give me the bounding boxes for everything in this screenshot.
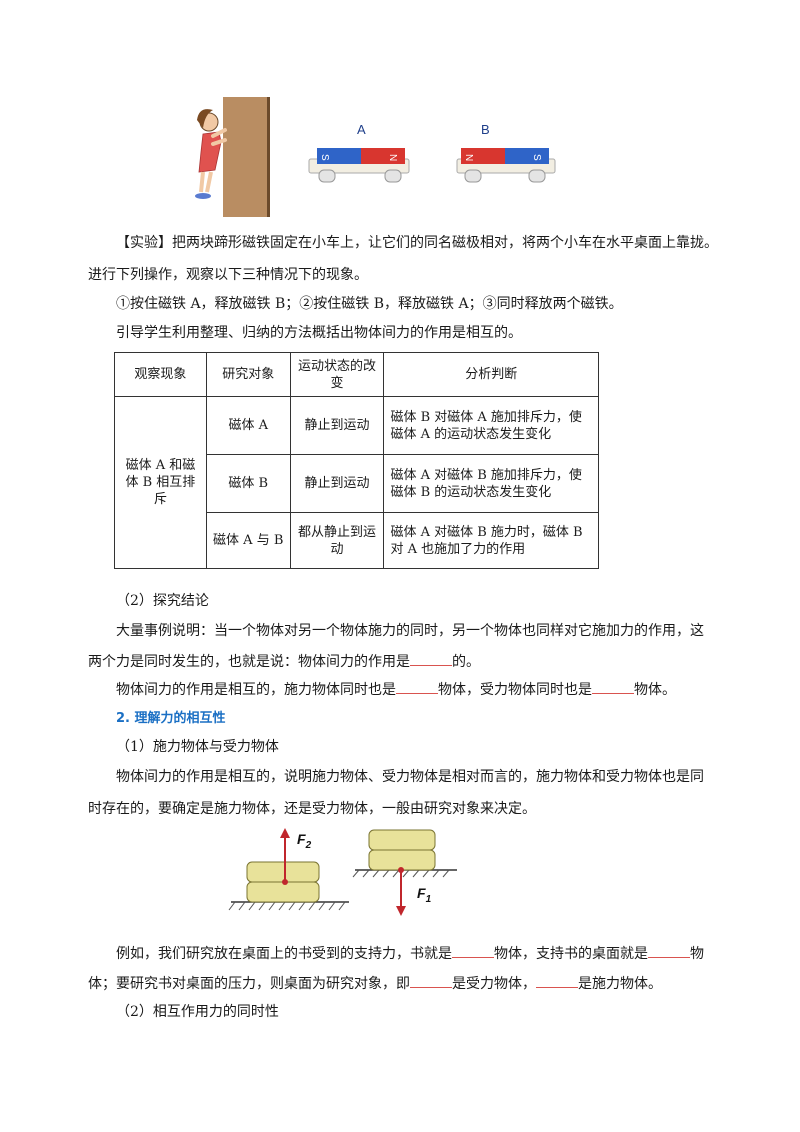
table-row: 磁体 A 与 B 都从静止到运动 磁体 A 对磁体 B 施力时，磁体 B 对 A… [115,512,599,569]
observation-table: 观察现象 研究对象 运动状态的改变 分析判断 磁体 A 和磁体 B 相互排斥 磁… [114,352,599,569]
sub-heading-1: （1）施力物体与受力物体 [116,739,279,755]
fill-blank[interactable] [648,943,690,958]
conclusion-heading: （2）探究结论 [116,593,209,609]
figure-magnet-carts: A S N B N S [195,97,556,217]
example-line2-text: 体；要研究书对桌面的压力，则桌面为研究对象，即 [88,976,410,992]
fill-blank[interactable] [452,943,494,958]
cart-b-label: B [481,122,490,137]
table-cell-change: 静止到运动 [289,454,385,513]
magnet-cart-a: A S N [308,122,410,183]
conclusion-line2-text: 两个力是同时发生的，也就是说：物体间力的作用是 [88,654,410,670]
cart-a-pole-n: N [387,154,398,161]
para-relative-line1: 物体间力的作用是相互的，说明施力物体、受力物体是相对而言的，施力物体和受力物体也… [116,769,704,785]
table-cell-observation: 磁体 A 和磁体 B 相互排斥 [114,396,207,569]
force-f1-label: F [417,885,426,901]
table-cell-object: 磁体 A [205,396,291,455]
example-line2-end: 是施力物体。 [578,976,662,992]
cart-a-pole-s: S [319,154,330,161]
table-cell-change: 都从静止到运动 [289,512,385,569]
figure-book-forces: F2 F1 [228,828,457,916]
fill-blank[interactable] [410,651,452,666]
book-pressing-table: F1 [352,829,457,916]
table-cell-change: 静止到运动 [289,396,385,455]
conclusion-line1: 大量事例说明：当一个物体对另一个物体施力的同时，另一个物体也同样对它施加力的作用… [116,623,704,639]
conclusion-line2-end: 的。 [452,654,480,670]
section-heading: 2. 理解力的相互性 [116,711,226,726]
cart-b-pole-n: N [463,154,474,161]
book-on-table-support: F2 [228,828,349,911]
para-experiment-line1: 【实验】把两块蹄形磁铁固定在小车上，让它们的同名磁极相对，将两个小车在水平桌面上… [116,235,718,251]
para-guide: 引导学生利用整理、归纳的方法概括出物体间力的作用是相互的。 [116,325,522,341]
fill-blank[interactable] [536,973,578,988]
fill-blank[interactable] [396,679,438,694]
fill-blank[interactable] [592,679,634,694]
example-line1: 例如，我们研究放在桌面上的书受到的支持力，书就是 物体，支持书的桌面就是 物 [116,943,746,964]
table-cell-object: 磁体 B [205,454,291,513]
svg-text:F1: F1 [417,885,432,905]
conclusion-line3-mid: 物体，受力物体同时也是 [438,682,592,698]
conclusion-line2: 两个力是同时发生的，也就是说：物体间力的作用是 的。 [88,651,718,672]
table-cell-object: 磁体 A 与 B [205,512,291,569]
cart-b-pole-s: S [531,154,542,161]
table-row: 磁体 B 静止到运动 磁体 A 对磁体 B 施加排斥力，使磁体 B 的运动状态发… [115,454,599,513]
sub-heading-2: （2）相互作用力的同时性 [116,1004,279,1020]
svg-text:F2: F2 [297,831,312,851]
para-relative-line2: 时存在的，要确定是施力物体，还是受力物体，一般由研究对象来决定。 [88,801,536,817]
example-line2: 体；要研究书对桌面的压力，则桌面为研究对象，即 是受力物体， 是施力物体。 [88,973,718,994]
table-header-object: 研究对象 [205,352,291,397]
force-f1-subscript: 1 [426,894,432,905]
example-line1-text: 例如，我们研究放在桌面上的书受到的支持力，书就是 [116,946,452,962]
table-cell-analysis: 磁体 B 对磁体 A 施加排斥力，使磁体 A 的运动状态发生变化 [383,396,599,455]
example-line1-mid: 物体，支持书的桌面就是 [494,946,648,962]
example-line1-end: 物 [690,946,704,962]
table-cell-analysis: 磁体 A 对磁体 B 施加排斥力，使磁体 B 的运动状态发生变化 [383,454,599,513]
table-header-analysis: 分析判断 [383,352,599,397]
table-cell-analysis: 磁体 A 对磁体 B 施力时，磁体 B 对 A 也施加了力的作用 [383,512,599,569]
example-line2-mid: 是受力物体， [452,976,536,992]
fill-blank[interactable] [410,973,452,988]
table-header-change: 运动状态的改变 [289,352,385,397]
magnet-cart-b: B N S [456,122,556,183]
cart-a-label: A [357,122,366,137]
table-header-observation: 观察现象 [114,352,207,397]
para-steps: ①按住磁铁 A，释放磁铁 B；②按住磁铁 B，释放磁铁 A；③同时释放两个磁铁。 [116,296,623,312]
conclusion-line3-text: 物体间力的作用是相互的，施力物体同时也是 [116,682,396,698]
force-f2-label: F [297,831,306,847]
girl-pushing-wall-illustration [195,97,270,217]
para-experiment-line2: 进行下列操作，观察以下三种情况下的现象。 [88,267,368,283]
conclusion-line3-end: 物体。 [634,682,676,698]
conclusion-line3: 物体间力的作用是相互的，施力物体同时也是 物体，受力物体同时也是 物体。 [116,679,746,700]
table-row: 磁体 A 和磁体 B 相互排斥 磁体 A 静止到运动 磁体 B 对磁体 A 施加… [114,396,599,569]
force-f2-subscript: 2 [305,840,312,851]
